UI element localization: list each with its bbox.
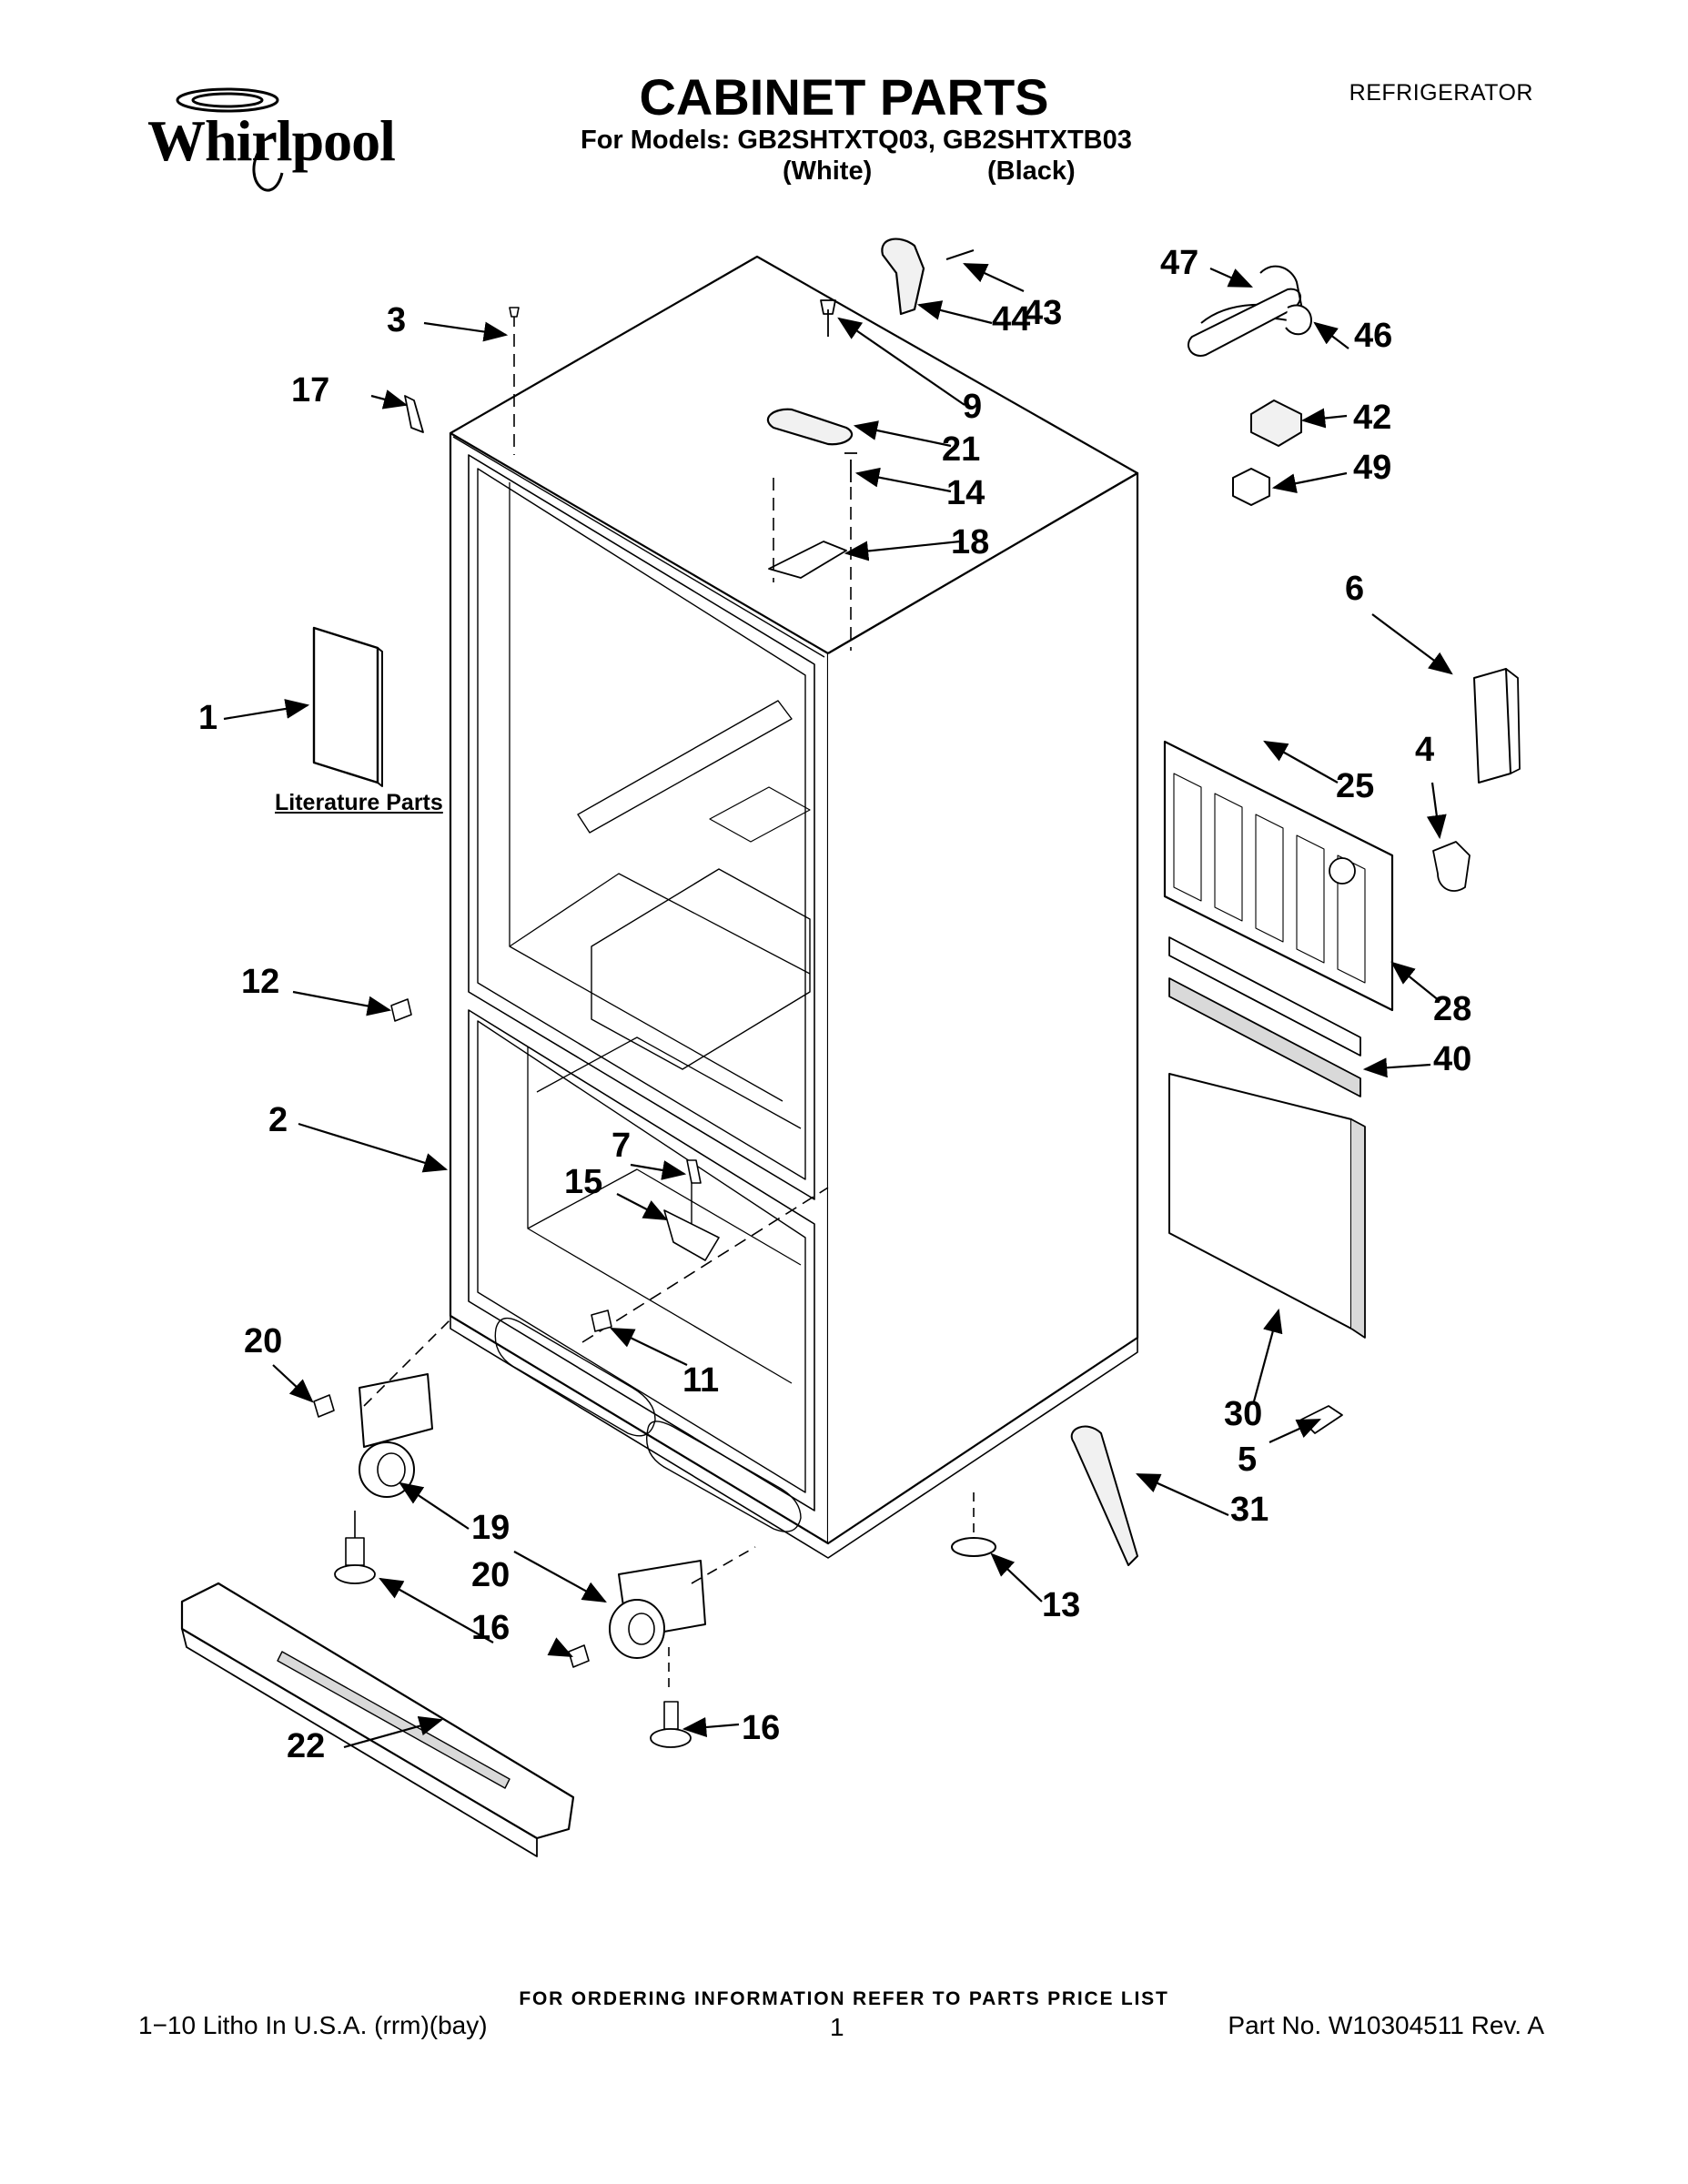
callout-14: 14 xyxy=(946,474,986,512)
callout-12: 12 xyxy=(241,963,280,1001)
part-number: Part No. W10304511 Rev. A xyxy=(1228,2011,1544,2039)
litho-info: 1−10 Litho In U.S.A. (rrm)(bay) xyxy=(138,2011,488,2039)
callout-40: 40 xyxy=(1433,1040,1472,1078)
callout-2: 2 xyxy=(268,1101,288,1139)
page-number: 1 xyxy=(830,2013,844,2041)
callout-4: 4 xyxy=(1415,731,1435,769)
callout-20a: 20 xyxy=(244,1322,283,1360)
callout-46: 46 xyxy=(1354,317,1393,355)
callout-42: 42 xyxy=(1353,399,1392,437)
model-numbers: For Models: GB2SHTXTQ03, GB2SHTXTB03 xyxy=(581,126,1132,155)
callout-9: 9 xyxy=(963,388,983,426)
callout-21: 21 xyxy=(942,430,981,469)
callout-19: 19 xyxy=(471,1509,510,1547)
callout-43: 43 xyxy=(1024,294,1063,332)
callout-7: 7 xyxy=(612,1127,632,1165)
callout-25: 25 xyxy=(1336,767,1375,805)
callout-16a: 16 xyxy=(471,1609,510,1647)
callout-17: 17 xyxy=(291,371,330,410)
callout-6: 6 xyxy=(1345,570,1365,608)
callout-47: 47 xyxy=(1160,244,1199,282)
callout-20b: 20 xyxy=(471,1556,510,1594)
callout-1: 1 xyxy=(198,699,218,737)
callout-13: 13 xyxy=(1042,1586,1081,1624)
variant-white: (White) xyxy=(783,157,873,186)
callout-28: 28 xyxy=(1433,990,1472,1028)
logo-swirl-icon xyxy=(176,87,284,192)
cabinet-shell xyxy=(449,255,1139,1559)
page-title: CABINET PARTS xyxy=(639,68,1049,126)
whirlpool-logo: Whirlpool xyxy=(136,82,400,218)
callout-11: 11 xyxy=(682,1361,720,1400)
callout-16b: 16 xyxy=(742,1709,781,1747)
appliance-category: REFRIGERATOR xyxy=(1349,80,1533,106)
brand-wordmark: Whirlpool xyxy=(147,108,396,173)
variant-black: (Black) xyxy=(987,157,1076,186)
callout-22: 22 xyxy=(287,1727,326,1765)
callout-15: 15 xyxy=(564,1163,603,1201)
callout-30: 30 xyxy=(1224,1395,1263,1433)
callout-31: 31 xyxy=(1230,1491,1269,1529)
callout-18: 18 xyxy=(951,523,990,561)
callout-3: 3 xyxy=(387,301,407,339)
callout-49: 49 xyxy=(1353,449,1392,487)
callout-44: 44 xyxy=(992,300,1031,339)
literature-parts-label: Literature Parts xyxy=(275,790,443,815)
ordering-note: FOR ORDERING INFORMATION REFER TO PARTS … xyxy=(519,1988,1169,2009)
callout-5: 5 xyxy=(1238,1441,1258,1479)
literature-booklet xyxy=(312,626,379,784)
